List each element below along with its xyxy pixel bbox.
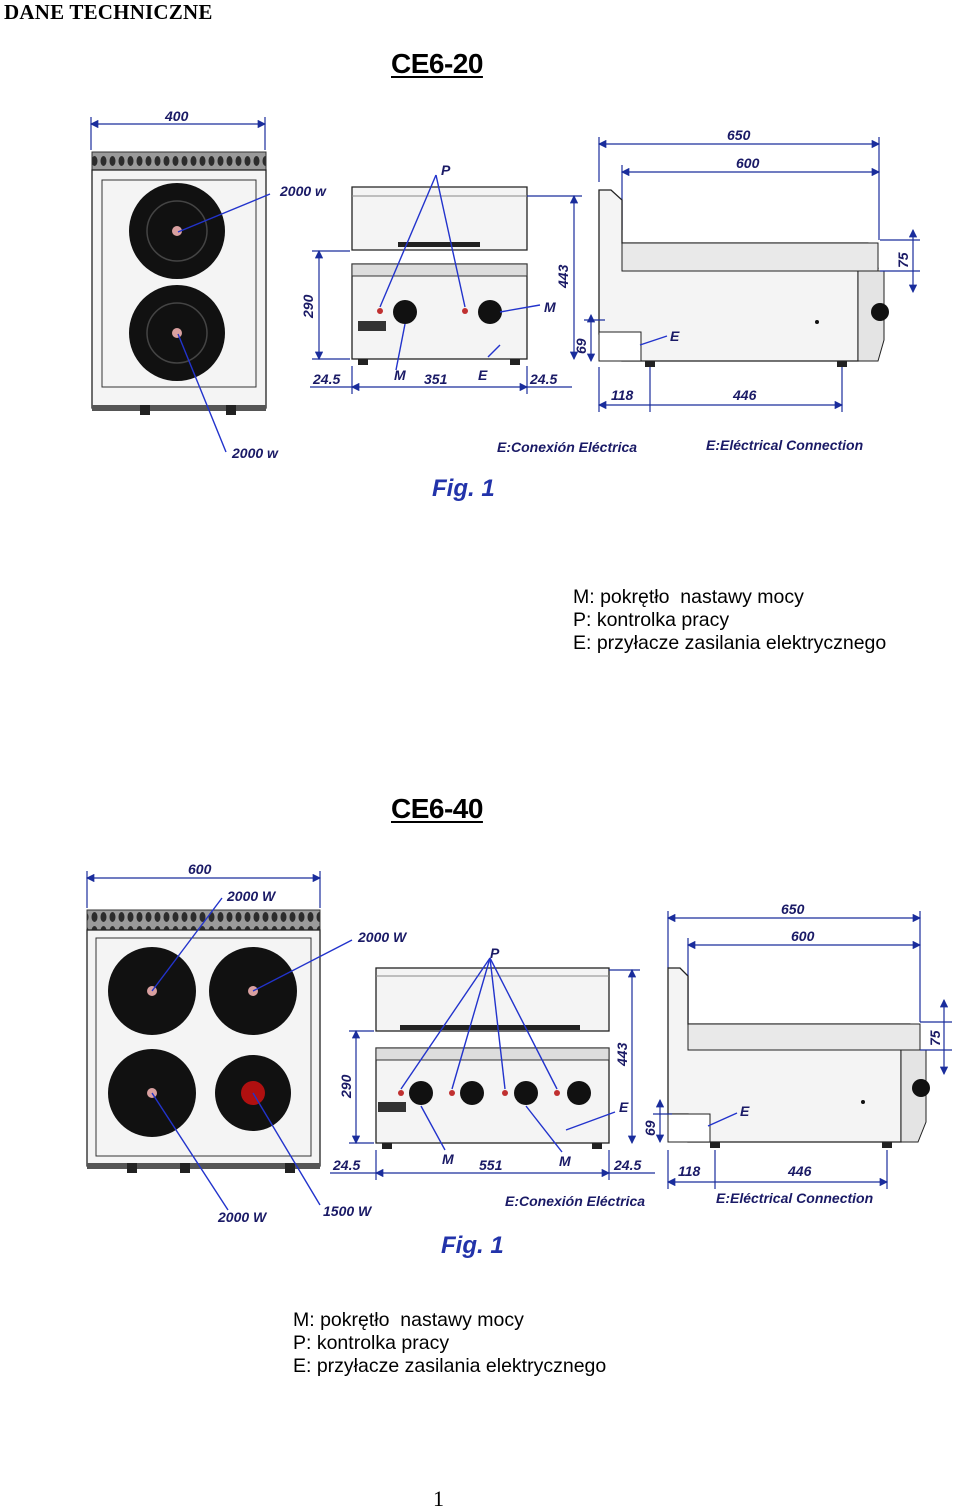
knob-icon <box>871 303 889 321</box>
ce6-40-front-view: 290 443 24.5 551 24.5 P M M E <box>330 945 655 1180</box>
dim-leg: 69 <box>642 1120 658 1136</box>
dim-depth-total: 650 <box>781 901 805 917</box>
page-number: 1 <box>433 1486 444 1511</box>
ce6-20-top-view: 400 2000 w 2000 w <box>89 108 327 461</box>
knob-icon <box>393 300 417 324</box>
legend-line: M: pokrętło nastawy mocy <box>293 1309 524 1331</box>
label-e: E <box>670 328 680 344</box>
figure-label: Fig. 1 <box>441 1232 504 1259</box>
dim-offset-right: 24.5 <box>529 371 557 387</box>
dim-width: 400 <box>164 108 189 124</box>
dim-rear-offset: 118 <box>678 1163 701 1179</box>
label-m: M <box>394 367 406 383</box>
power-label: 2000 w <box>231 445 279 461</box>
power-label: 2000 w <box>279 183 327 199</box>
figure-label: Fig. 1 <box>432 475 495 502</box>
model-title-ce6-40: CE6-40 <box>391 793 483 824</box>
label-e: E <box>619 1099 629 1115</box>
knob-icon <box>514 1081 538 1105</box>
ce6-40-top-view: 600 2000 W 2000 W 2000 W 1500 W <box>85 861 408 1225</box>
dim-offset-right: 24.5 <box>613 1157 641 1173</box>
label-m: M <box>544 299 556 315</box>
legend-line: M: pokrętło nastawy mocy <box>573 586 804 608</box>
dim-depth: 600 <box>791 928 815 944</box>
knob-icon <box>478 300 502 324</box>
dim-depth: 600 <box>736 155 760 171</box>
document-title: DANE TECHNICZNE <box>4 0 213 24</box>
dim-height: 443 <box>555 264 571 289</box>
dim-top: 75 <box>927 1030 943 1046</box>
legend-line: E: przyłacze zasilania elektrycznego <box>293 1355 607 1377</box>
ce6-20-front-view: 290 443 24.5 351 24.5 P M M E <box>300 162 582 394</box>
connection-label-es: E:Conexión Eléctrica <box>505 1193 645 1209</box>
legend-line: P: kontrolka pracy <box>293 1332 450 1354</box>
legend-line: P: kontrolka pracy <box>573 609 730 631</box>
label-m: M <box>559 1153 571 1169</box>
knob-icon <box>409 1081 433 1105</box>
dim-rear-span: 446 <box>787 1163 812 1179</box>
label-e: E <box>478 367 488 383</box>
knob-icon <box>460 1081 484 1105</box>
label-p: P <box>441 162 451 178</box>
dim-span: 551 <box>479 1157 503 1173</box>
dim-height: 443 <box>614 1042 630 1067</box>
connection-label-en: E:Eléctrical Connection <box>716 1190 873 1206</box>
dim-depth-total: 650 <box>727 127 751 143</box>
dim-offset-left: 24.5 <box>332 1157 360 1173</box>
dim-top: 75 <box>895 252 911 268</box>
dim-rear-offset: 118 <box>611 387 634 403</box>
power-label: 2000 W <box>217 1209 268 1225</box>
power-label: 2000 W <box>226 888 277 904</box>
label-e: E <box>740 1103 750 1119</box>
connection-label-es: E:Conexión Eléctrica <box>497 439 637 455</box>
dim-offset-left: 24.5 <box>312 371 340 387</box>
power-label: 2000 W <box>357 929 408 945</box>
legend-ce6-40: M: pokrętło nastawy mocy P: kontrolka pr… <box>293 1309 606 1378</box>
knob-icon <box>567 1081 591 1105</box>
legend-ce6-20: M: pokrętło nastawy mocy P: kontrolka pr… <box>573 586 886 655</box>
label-m: M <box>442 1151 454 1167</box>
dim-front-height: 290 <box>338 1074 354 1099</box>
dim-front-height: 290 <box>300 294 316 319</box>
ce6-40-side-view: 650 600 75 69 118 446 E <box>642 901 952 1189</box>
dim-rear-span: 446 <box>732 387 757 403</box>
dim-span: 351 <box>424 371 448 387</box>
legend-line: E: przyłacze zasilania elektrycznego <box>573 632 887 654</box>
dim-width: 600 <box>188 861 212 877</box>
connection-label-en: E:Eléctrical Connection <box>706 437 863 453</box>
dim-leg: 69 <box>573 338 589 354</box>
knob-icon <box>912 1079 930 1097</box>
power-label: 1500 W <box>323 1203 373 1219</box>
ce6-20-side-view: 650 600 75 69 118 446 E <box>573 127 920 412</box>
label-p: P <box>490 945 500 961</box>
model-title-ce6-20: CE6-20 <box>391 48 483 79</box>
